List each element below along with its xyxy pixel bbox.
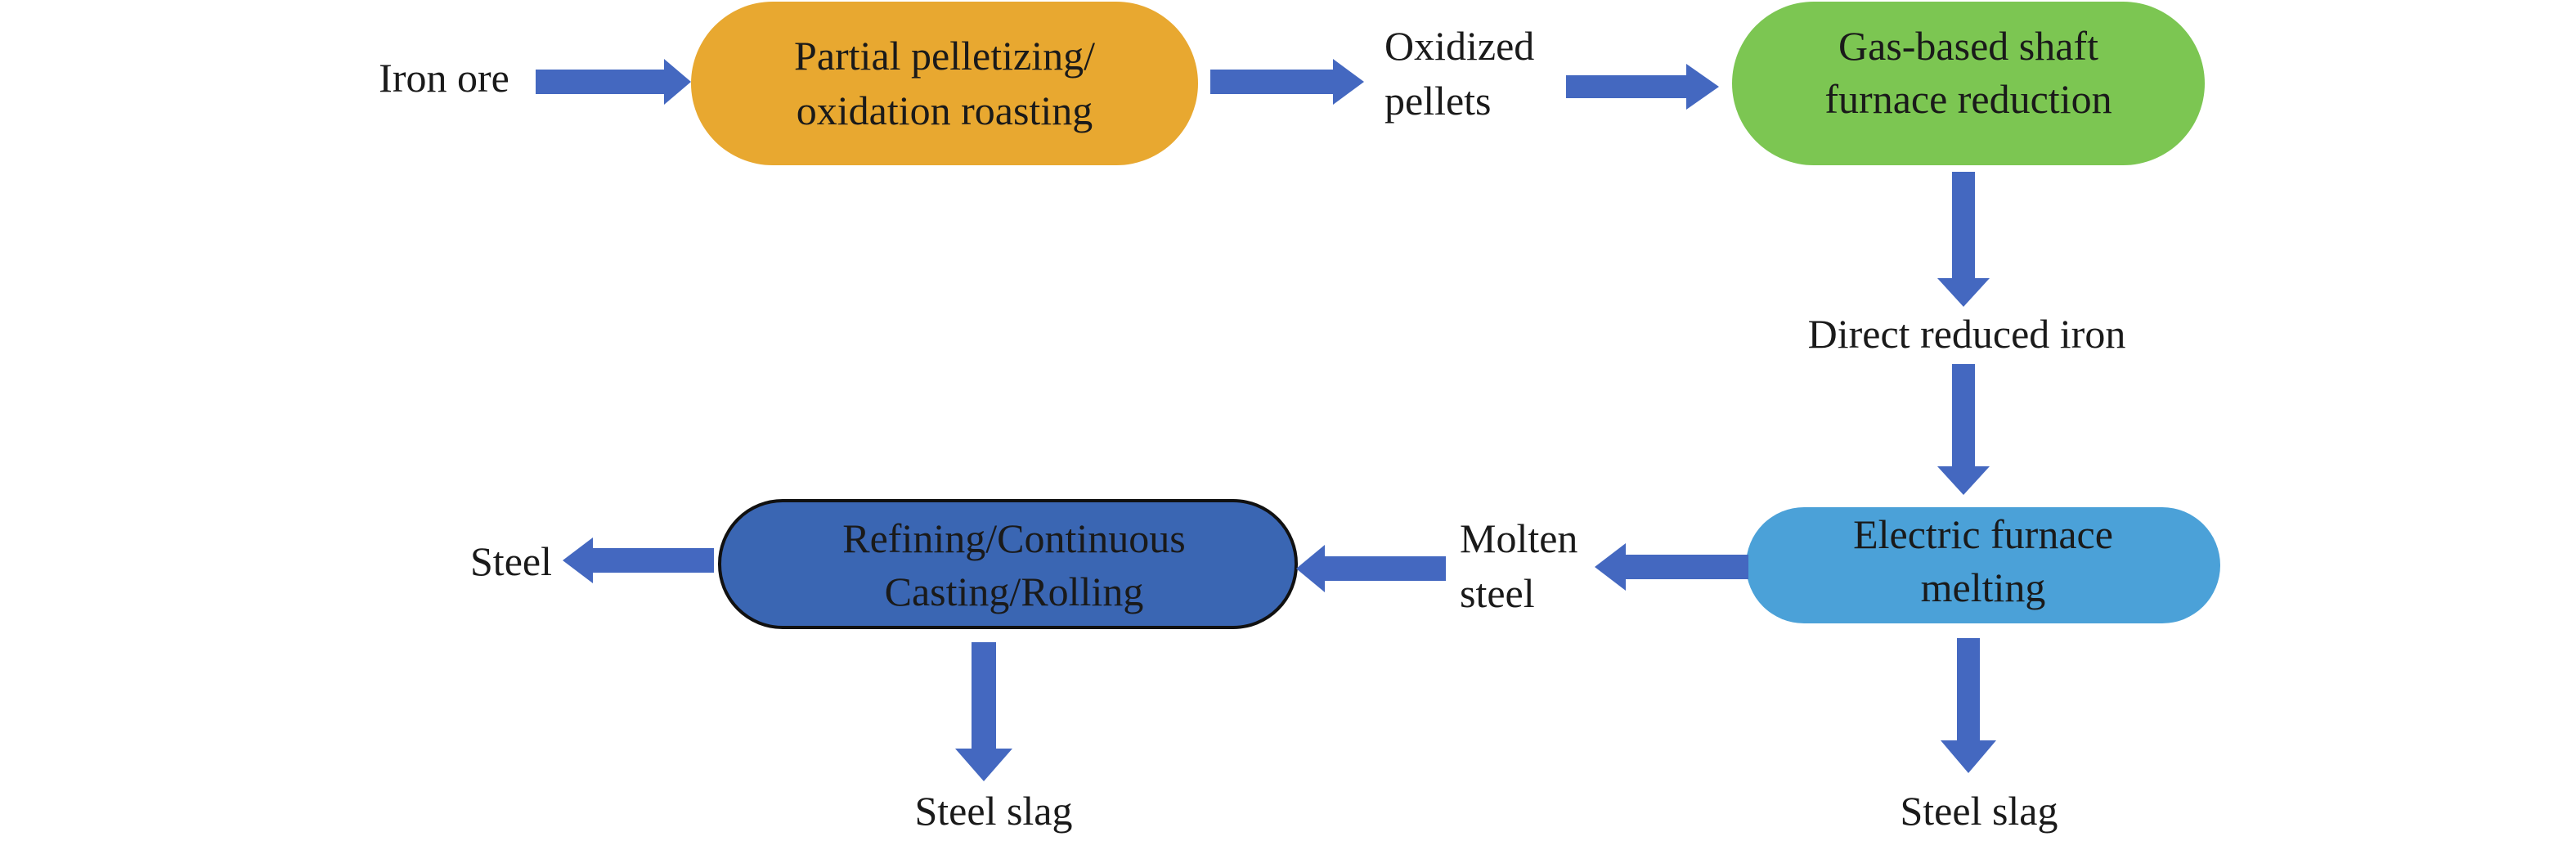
shaft-furnace-label-line1: Gas-based shaft <box>1838 23 2098 69</box>
steel-slag-left-label: Steel slag <box>914 788 1072 834</box>
arrow-refining-to-slag <box>955 642 1012 781</box>
steel-label: Steel <box>470 538 552 584</box>
arrow-molten-to-refining <box>1296 545 1446 592</box>
oxidized-pellets-label-line2: pellets <box>1384 78 1492 124</box>
steel-slag-right-label: Steel slag <box>1900 788 2058 834</box>
arrow-shaft-to-dri <box>1937 172 1990 307</box>
arrow-refining-to-steel <box>563 537 714 583</box>
refining-box <box>718 499 1298 629</box>
arrow-electric-to-molten <box>1595 543 1748 591</box>
iron-ore-label: Iron ore <box>379 55 509 101</box>
oxidized-pellets-label-line1: Oxidized <box>1384 23 1534 69</box>
electric-furnace-label-line2: melting <box>1921 564 2046 610</box>
shaft-furnace-box <box>1732 2 2205 165</box>
arrow-iron-ore-to-pelletizing <box>536 59 691 105</box>
refining-label-line2: Casting/Rolling <box>885 569 1144 614</box>
arrow-electric-to-slag <box>1941 638 1996 773</box>
shaft-furnace-label-line2: furnace reduction <box>1824 76 2112 122</box>
electric-furnace-label-line1: Electric furnace <box>1853 511 2113 557</box>
direct-reduced-iron-label: Direct reduced iron <box>1808 311 2126 357</box>
arrow-pelletizing-to-oxidized <box>1210 59 1364 105</box>
electric-furnace-box <box>1746 507 2220 623</box>
molten-steel-label-line2: steel <box>1460 570 1535 616</box>
pelletizing-box <box>691 2 1198 165</box>
molten-steel-label-line1: Molten <box>1460 515 1577 561</box>
arrow-dri-to-electric <box>1937 364 1990 495</box>
pelletizing-label-line1: Partial pelletizing/ <box>794 33 1095 79</box>
pelletizing-label-line2: oxidation roasting <box>797 88 1093 133</box>
arrow-oxidized-to-shaft <box>1566 64 1719 110</box>
refining-label-line1: Refining/Continuous <box>842 515 1185 561</box>
